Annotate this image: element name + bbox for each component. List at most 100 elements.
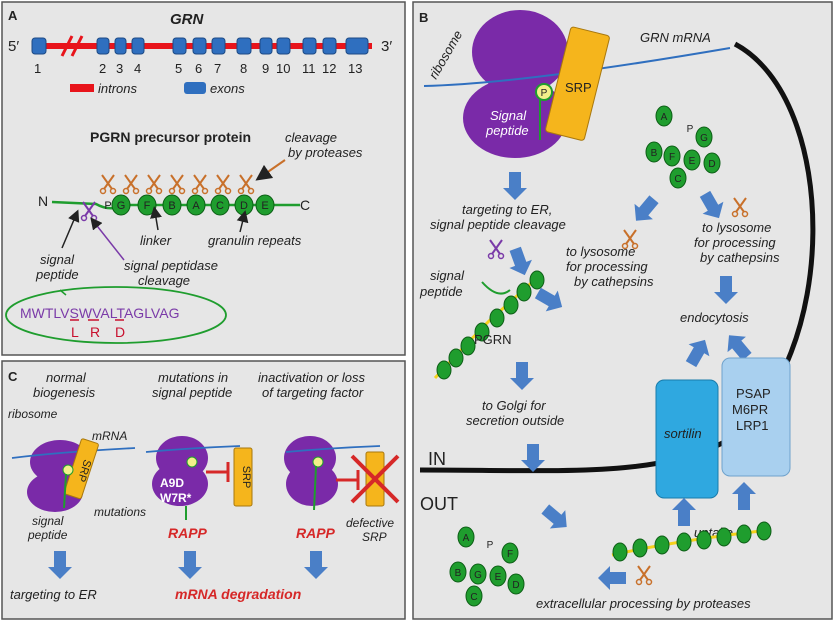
col2-header-2: signal peptide — [152, 385, 232, 400]
grn-mrna-line — [423, 47, 731, 87]
granulin-label: C — [674, 174, 681, 185]
panel-b-tag: B — [419, 10, 428, 25]
granulin-label: B — [651, 148, 658, 159]
domain-label: D — [240, 200, 248, 212]
golgi-label-1: to Golgi for — [482, 398, 546, 413]
granulin — [501, 542, 519, 564]
domain-label: G — [117, 200, 126, 212]
cross-mark — [350, 454, 400, 504]
granulin-label: A — [661, 112, 668, 123]
domain-label: A — [192, 200, 200, 212]
legend-intron-swatch — [70, 84, 94, 92]
mutation-w7r: W7R* — [160, 491, 192, 505]
mrna-loss — [285, 445, 381, 453]
exon-blocks — [31, 37, 369, 55]
exon-number: 8 — [240, 61, 247, 76]
lyso1-label-2: for processing — [566, 259, 648, 274]
granulin-domain — [162, 194, 182, 216]
exon-number: 7 — [214, 61, 221, 76]
panel-a: A GRN 5′ 3′ 1 2 3 4 — [1, 1, 406, 356]
five-prime-label: 5′ — [8, 38, 19, 55]
granulin-domain — [186, 194, 206, 216]
exon-number: 13 — [348, 61, 362, 76]
p-label: P — [541, 88, 548, 99]
granulin-domain — [111, 194, 131, 216]
granulin — [489, 565, 507, 587]
pgrn-chain — [433, 270, 545, 380]
col1-header-1: normal — [46, 370, 87, 385]
pgrn-label: PGRN — [474, 332, 512, 347]
signal-peptide-line — [63, 473, 67, 509]
ribosome-mutant-small — [152, 462, 208, 506]
exon-block — [259, 37, 273, 55]
sequence-callout-tail — [59, 289, 67, 296]
granulin-label: E — [495, 572, 502, 583]
mrna-label-c: mRNA — [92, 429, 127, 443]
mutation-residue: D — [115, 324, 125, 340]
targeting-label-2: signal peptide cleavage — [430, 217, 566, 232]
exon-number: 4 — [134, 61, 141, 76]
rapp-label-1: RAPP — [168, 525, 208, 541]
exon-block — [114, 37, 127, 55]
sortilin-label: sortilin — [664, 426, 702, 441]
panel-a-tag: A — [8, 8, 18, 23]
signal-peptide-label-1: signal — [40, 252, 75, 267]
granulin-label: C — [470, 592, 477, 603]
peptidase-label-1: signal peptidase — [124, 258, 218, 273]
lyso1-label-1: to lysosome — [566, 244, 635, 259]
col2-header-1: mutations in — [158, 370, 228, 385]
exon-block — [172, 37, 187, 55]
granulin — [507, 573, 525, 595]
legend-exon-swatch — [184, 82, 206, 94]
granulin-label: P — [487, 540, 494, 551]
protein-domains: P G F B A C D E — [104, 194, 275, 216]
exon-numbers: 1 2 3 4 5 6 7 8 9 10 11 12 13 — [34, 61, 362, 76]
receptor-psap: PSAP — [736, 386, 771, 401]
sequence-callout — [5, 286, 227, 344]
exon-block — [31, 37, 47, 55]
srp-free — [233, 447, 253, 507]
granulin-domain — [255, 194, 275, 216]
sp-label-2: peptide — [419, 284, 463, 299]
exon-block — [131, 37, 145, 55]
domain-label: C — [216, 200, 224, 212]
signal-peptide-label-2: peptide — [35, 267, 79, 282]
granulin-label: B — [455, 568, 462, 579]
signal-label-c-1: signal — [32, 514, 64, 528]
granulin-label: D — [708, 159, 715, 170]
exon-block — [345, 37, 369, 55]
exon-number: 11 — [302, 61, 316, 76]
endocytosis-label: endocytosis — [680, 310, 749, 325]
linker-pointer — [150, 206, 162, 231]
mutation-a9d: A9D — [160, 476, 184, 490]
granulin-pointer — [236, 210, 249, 233]
exon-block — [322, 37, 337, 55]
extracellular-label: extracellular processing by proteases — [536, 596, 751, 611]
granulin — [683, 149, 701, 171]
defective-label-1: defective — [346, 516, 394, 530]
srp-normal: SRP — [63, 438, 99, 500]
lyso2-label-1: to lysosome — [702, 220, 771, 235]
ribosome-large — [472, 10, 568, 94]
signal-peptide-b-2: peptide — [485, 123, 529, 138]
peptidase-pointer — [90, 217, 125, 261]
lyso1-label-3: by cathepsins — [574, 274, 654, 289]
n-terminus: N — [38, 193, 48, 209]
granulin — [465, 585, 483, 607]
ribosome-label-c: ribosome — [8, 407, 58, 421]
signal-peptide-b-1: Signal — [490, 108, 527, 123]
mutation-residue: L — [71, 324, 79, 340]
targeting-label-1: targeting to ER, — [462, 202, 552, 217]
mrna-normal — [11, 447, 136, 459]
sp-label-1: signal — [430, 268, 465, 283]
ribosome-loss-small — [286, 462, 338, 506]
golgi-label-2: secretion outside — [466, 413, 564, 428]
exon-number: 12 — [322, 61, 336, 76]
granulin — [469, 563, 487, 585]
granulin — [449, 561, 467, 583]
granulin-label: F — [669, 152, 675, 163]
nascent-chain-mutant — [186, 456, 198, 468]
outside-label: OUT — [420, 494, 458, 514]
granulin — [655, 105, 673, 127]
granulin — [457, 526, 475, 548]
